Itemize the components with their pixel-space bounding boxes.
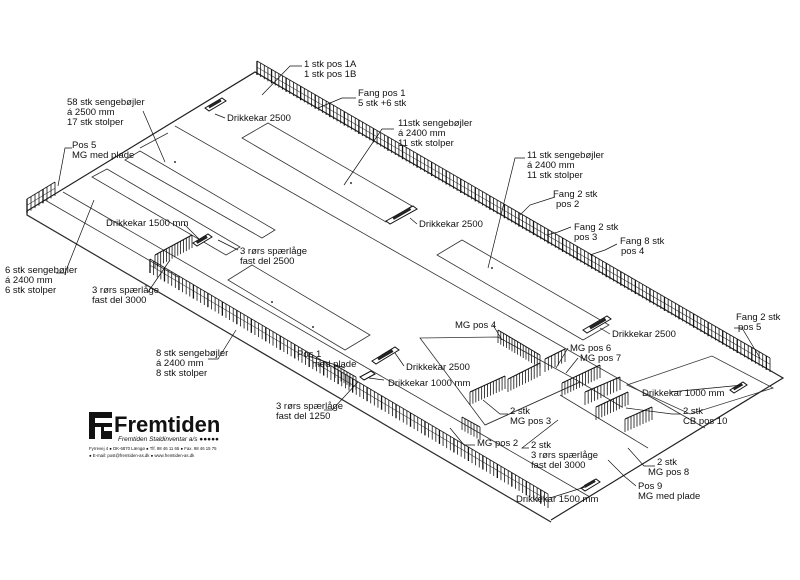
drinking-trough-1500b xyxy=(580,478,601,492)
drinking-trough-1000a xyxy=(359,370,376,381)
label-mg-pos2: MG pos 2 xyxy=(477,438,518,449)
logo-tagline: Fremtiden Staldinventar a/s ●●●●● xyxy=(118,436,219,443)
logo-address-line1: Fyrrevej 4 ● DK-6870 Længø ● Tlf. 98 46 … xyxy=(89,446,217,451)
back-fence-railing xyxy=(256,60,771,372)
label-drikkekar-top: Drikkekar 2500 xyxy=(227,113,291,124)
drinking-trough-right xyxy=(582,315,612,334)
drinking-trough-1000b xyxy=(729,381,748,394)
logo-address-line2: ● E-mail: post@fremtiden-as.dk ● www.fre… xyxy=(89,453,195,458)
front-fence-railing xyxy=(149,258,549,508)
logo-name: Fremtiden xyxy=(114,412,220,437)
logo-mark xyxy=(89,412,112,439)
label-mg-pos6: MG pos 6 xyxy=(570,343,611,354)
leader-lines xyxy=(56,65,761,499)
drinking-trough-low xyxy=(371,346,400,365)
gates xyxy=(154,234,653,440)
company-logo: Fremtiden Fremtiden Staldinventar a/s ●●… xyxy=(89,412,220,458)
label-drikkekar-right: Drikkekar 2500 xyxy=(612,329,676,340)
pen-area xyxy=(419,336,775,449)
label-mg-pos7: MG pos 7 xyxy=(580,353,621,364)
label-drikkekar-mid: Drikkekar 2500 xyxy=(419,219,483,230)
drinking-trough-mid xyxy=(385,205,418,225)
left-fence-railing xyxy=(26,181,56,213)
drinking-trough-top xyxy=(204,97,227,112)
label-mg-pos4: MG pos 4 xyxy=(455,320,496,331)
drinking-trough-1500a xyxy=(192,233,213,247)
label-drikkekar-1500b: Drikkekar 1500 mm xyxy=(516,494,598,505)
label-drikkekar-1500: Drikkekar 1500 mm xyxy=(106,218,188,229)
label-drikkekar-1000a: Drikkekar 1000 mm xyxy=(388,378,470,389)
label-drikkekar-1000b: Drikkekar 1000 mm xyxy=(642,388,724,399)
label-drikkekar-low: Drikkekar 2500 xyxy=(406,362,470,373)
